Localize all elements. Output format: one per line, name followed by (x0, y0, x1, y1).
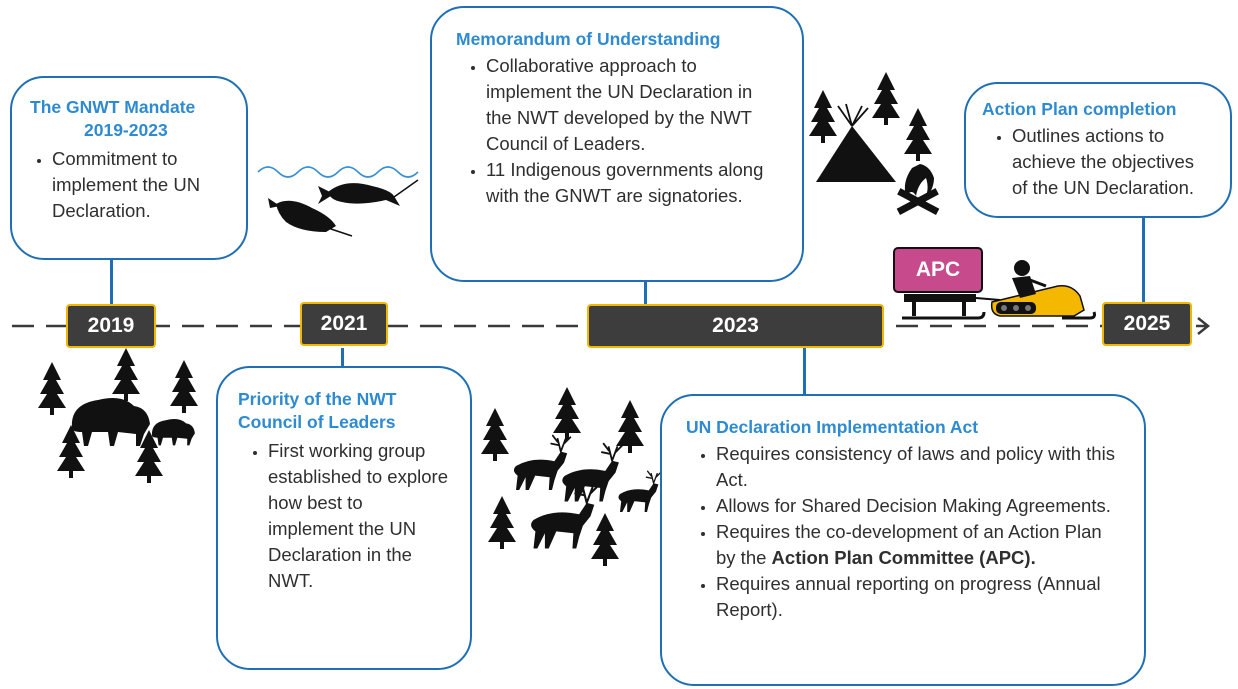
tree-icon (38, 362, 66, 415)
connector-2025 (1142, 216, 1145, 304)
event-bullet: Requires the co-development of an Action… (716, 519, 1126, 571)
tree-icon (481, 408, 509, 461)
event-mou: Memorandum of Understanding Collaborativ… (430, 6, 804, 282)
arrow-right-icon (1196, 317, 1211, 335)
event-bullet: Requires consistency of laws and policy … (716, 441, 1126, 493)
event-mandate: The GNWT Mandate 2019-2023 Commitment to… (10, 76, 248, 260)
bullet-bold-text: Action Plan Committee (APC). (771, 547, 1036, 568)
tree-icon (616, 400, 644, 453)
event-title: Priority of the NWT Council of Leaders (238, 389, 397, 432)
event-act: UN Declaration Implementation Act Requir… (660, 394, 1146, 686)
tree-icon (553, 387, 581, 440)
event-bullet: Requires annual reporting on progress (A… (716, 571, 1126, 623)
snowmobile-icon (990, 260, 1096, 320)
tree-icon (170, 360, 198, 413)
bison-icon (151, 419, 195, 446)
narwhal-icon (268, 198, 353, 237)
event-bullet: Collaborative approach to implement the … (486, 53, 784, 157)
year-2025: 2025 (1102, 302, 1192, 346)
bullet-text: Requires the co-development of an Action… (716, 521, 1102, 568)
connector-2021 (341, 348, 344, 368)
event-bullet: Commitment to implement the UN Declarati… (52, 146, 236, 224)
year-2023: 2023 (587, 304, 884, 348)
event-title-line2: 2019-2023 (84, 120, 168, 140)
connector-2019 (110, 258, 113, 304)
tree-icon (112, 348, 140, 401)
caribou-icon (617, 470, 662, 513)
tipi-icon (816, 103, 896, 182)
connector-2023-mou (644, 280, 647, 304)
campfire-icon (896, 164, 940, 215)
event-bullet: First working group established to explo… (268, 438, 458, 594)
event-title: UN Declaration Implementation Act (686, 417, 979, 437)
wave-icon (257, 166, 419, 178)
event-priority: Priority of the NWT Council of Leaders F… (216, 366, 472, 670)
event-bullet: Outlines actions to achieve the objectiv… (1012, 123, 1220, 201)
event-title: Action Plan completion (982, 99, 1177, 119)
event-bullet: 11 Indigenous governments along with the… (486, 157, 784, 209)
tree-icon (488, 496, 516, 549)
event-title: The GNWT Mandate (30, 97, 196, 117)
year-2019: 2019 (66, 304, 156, 348)
narwhal-icon (318, 179, 419, 206)
bison-icon (71, 398, 150, 446)
tree-icon (872, 72, 900, 125)
event-bullet: Allows for Shared Decision Making Agreem… (716, 493, 1126, 519)
apc-badge: APC (893, 247, 983, 293)
event-action-plan: Action Plan completion Outlines actions … (964, 82, 1232, 218)
event-title: Memorandum of Understanding (456, 29, 721, 49)
year-2021: 2021 (300, 302, 388, 346)
tree-icon (904, 108, 932, 161)
caribou-icon (530, 482, 600, 550)
sled-icon (902, 294, 1001, 320)
tree-icon (57, 425, 85, 478)
caribou-icon (513, 434, 572, 491)
tree-icon (591, 513, 619, 566)
tree-icon (809, 90, 837, 143)
connector-2023-act (803, 348, 806, 396)
